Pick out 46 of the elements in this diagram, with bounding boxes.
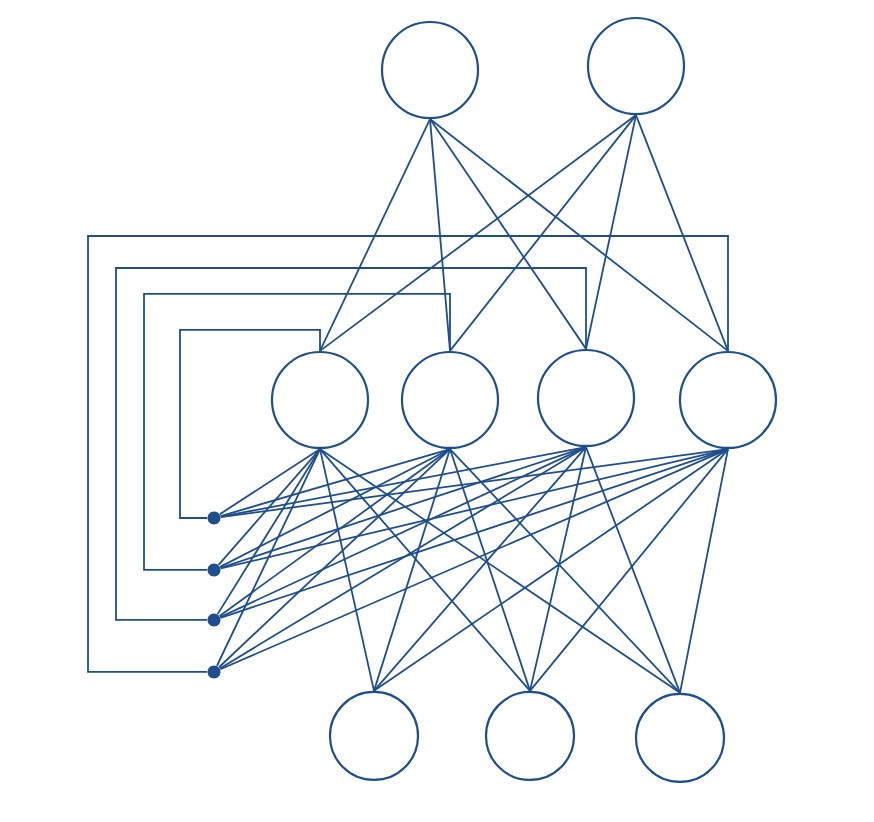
neuron-circle xyxy=(270,350,370,450)
connection-line xyxy=(529,446,587,692)
neuron-circle xyxy=(328,690,420,782)
connection-line xyxy=(319,118,431,352)
neuron-circle xyxy=(380,20,480,120)
feedback-line xyxy=(87,235,729,673)
connection-line xyxy=(429,118,729,352)
connection-line xyxy=(217,448,321,566)
connection-line xyxy=(216,448,321,615)
connection-line xyxy=(219,448,729,671)
connection-line xyxy=(449,448,531,692)
connection-line xyxy=(219,446,587,518)
connection-line xyxy=(219,446,587,670)
connection-line xyxy=(319,448,681,694)
connection-line xyxy=(219,446,587,569)
connection-line xyxy=(219,448,451,568)
connection-line xyxy=(585,446,681,694)
connection-line xyxy=(218,448,451,617)
connection-line xyxy=(429,118,587,350)
connection-line xyxy=(319,114,637,352)
connection-line xyxy=(219,446,587,618)
connection-line xyxy=(449,448,681,694)
neuron-circle xyxy=(536,348,636,448)
connection-line xyxy=(218,448,451,669)
neuron-circle xyxy=(484,690,576,782)
feedback-line xyxy=(143,293,451,571)
connection-line xyxy=(219,448,729,518)
neuron-circle xyxy=(400,350,500,450)
connection-line xyxy=(679,448,729,694)
connection-line xyxy=(585,114,637,350)
connection-line xyxy=(529,448,729,692)
connection-line xyxy=(635,114,729,352)
connection-line xyxy=(373,448,451,692)
connection-line xyxy=(373,448,729,692)
connection-line xyxy=(449,114,637,352)
connection-line xyxy=(319,448,531,692)
connection-line xyxy=(373,446,587,692)
feedback-line xyxy=(179,329,321,519)
connection-line xyxy=(219,448,451,517)
feedback-line xyxy=(115,267,587,621)
connection-line xyxy=(319,448,375,692)
connection-line xyxy=(218,448,321,516)
neuron-circle xyxy=(678,350,778,450)
neuron-circle xyxy=(586,16,686,116)
connection-line xyxy=(216,448,321,667)
neuron-circle xyxy=(634,692,726,784)
